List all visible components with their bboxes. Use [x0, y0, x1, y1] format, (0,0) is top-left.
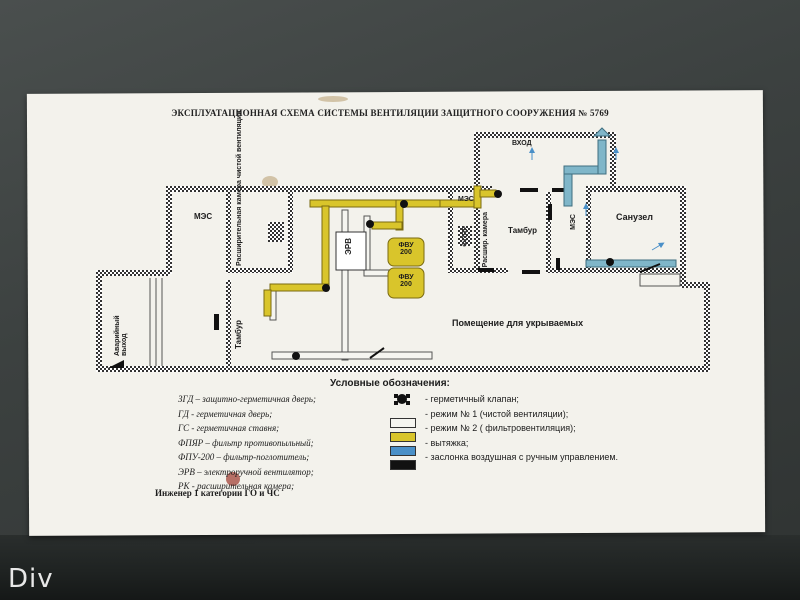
legend-abbr-item: ЭРВ – электроручной вентилятор; [178, 466, 314, 477]
hermetic-valves [292, 190, 614, 360]
damper-swatch [390, 460, 416, 470]
engineer-signature: Инженер 1 категории ГО и ЧС [155, 488, 280, 498]
legend-abbr-item: РК - расширительная камера; [178, 481, 295, 491]
emergency-stairs [149, 278, 163, 366]
exhaust-swatch [390, 446, 416, 456]
legend-abbr-item: ФПУ-200 – фильтр-поглотитель; [178, 452, 310, 462]
mode2-swatch [390, 432, 416, 442]
room-label-expansion-chamber: Расширительная камера чистой вентиляции [236, 110, 243, 266]
legend-abbr-item: ГС - герметичная ставня; [178, 423, 280, 433]
fpya-box [458, 226, 472, 246]
exhaust-ducts [563, 127, 677, 268]
exit-marker [108, 360, 124, 368]
legend-symbols [394, 394, 410, 405]
rust-stain [318, 96, 348, 102]
filter-box [268, 222, 284, 242]
room-label-emergency-exit: Аварийный выход [114, 315, 128, 356]
legend-symbol-item: - режим № 2 ( фильтровентиляция); [425, 423, 576, 433]
room-label-main-room: Помещение для укрываемых [452, 318, 584, 328]
room-label-fpya: ФПЯР [462, 226, 469, 247]
legend-abbr-item: ФПЯР – фильтр противопыльный; [178, 437, 314, 448]
legend-symbol-item: - заслонка воздушная с ручным управление… [425, 452, 619, 462]
page-title: ЭКСПЛУАТАЦИОННАЯ СХЕМА СИСТЕМЫ ВЕНТИЛЯЦИ… [171, 108, 609, 118]
rust-stain [262, 176, 278, 188]
room-label-erv: ЭРВ [344, 238, 353, 255]
room-label-mes-right: МЭС [570, 214, 577, 230]
room-label-tambur-left: Тамбур [234, 320, 243, 350]
room-label-sanuzel: Санузел [616, 212, 654, 222]
legend-title: Условные обозначения: [330, 378, 450, 389]
legend-symbol-item: - вытяжка; [425, 437, 469, 448]
legend-abbr-item: ЗГД – защитно-герметичная дверь; [178, 394, 316, 404]
air-dampers [369, 263, 661, 359]
table-ledge [0, 535, 800, 600]
room-label-exp-chamber-right: Расшир. камера [482, 212, 489, 268]
room-label-fvu-bottom: ФВУ 200 [398, 274, 414, 288]
room-label-entrance: ВХОД [512, 140, 532, 147]
rust-stain [226, 472, 240, 486]
door-marks [214, 188, 568, 330]
mode1-swatch [390, 418, 416, 428]
room-label-mes-left: МЭС [194, 212, 213, 221]
room-label-fvu-top: ФВУ 200 [398, 242, 414, 256]
fvu-filters [387, 237, 425, 299]
erv-box [335, 231, 367, 271]
sanuzel-fixture [639, 273, 681, 287]
legend-symbol-descriptions: - герметичный клапан; - режим № 1 (чисто… [425, 392, 618, 465]
airflow-arrows [529, 147, 665, 251]
room-label-tambur-right: Тамбур [508, 226, 538, 235]
legend-abbr-item: ГД - герметичная дверь; [178, 408, 273, 419]
mode2-ducts [263, 185, 497, 317]
legend-symbol-item: - герметичный клапан; [425, 394, 519, 404]
hermetic-valve-icon [394, 394, 410, 405]
watermark: Div [8, 564, 54, 594]
legend-abbreviations: ЗГД – защитно-герметичная дверь; ГД - ге… [178, 392, 316, 494]
legend-symbol-item: - режим № 1 (чистой вентиляции); [425, 408, 569, 419]
room-label-mes-mid: МЭС [458, 196, 474, 203]
